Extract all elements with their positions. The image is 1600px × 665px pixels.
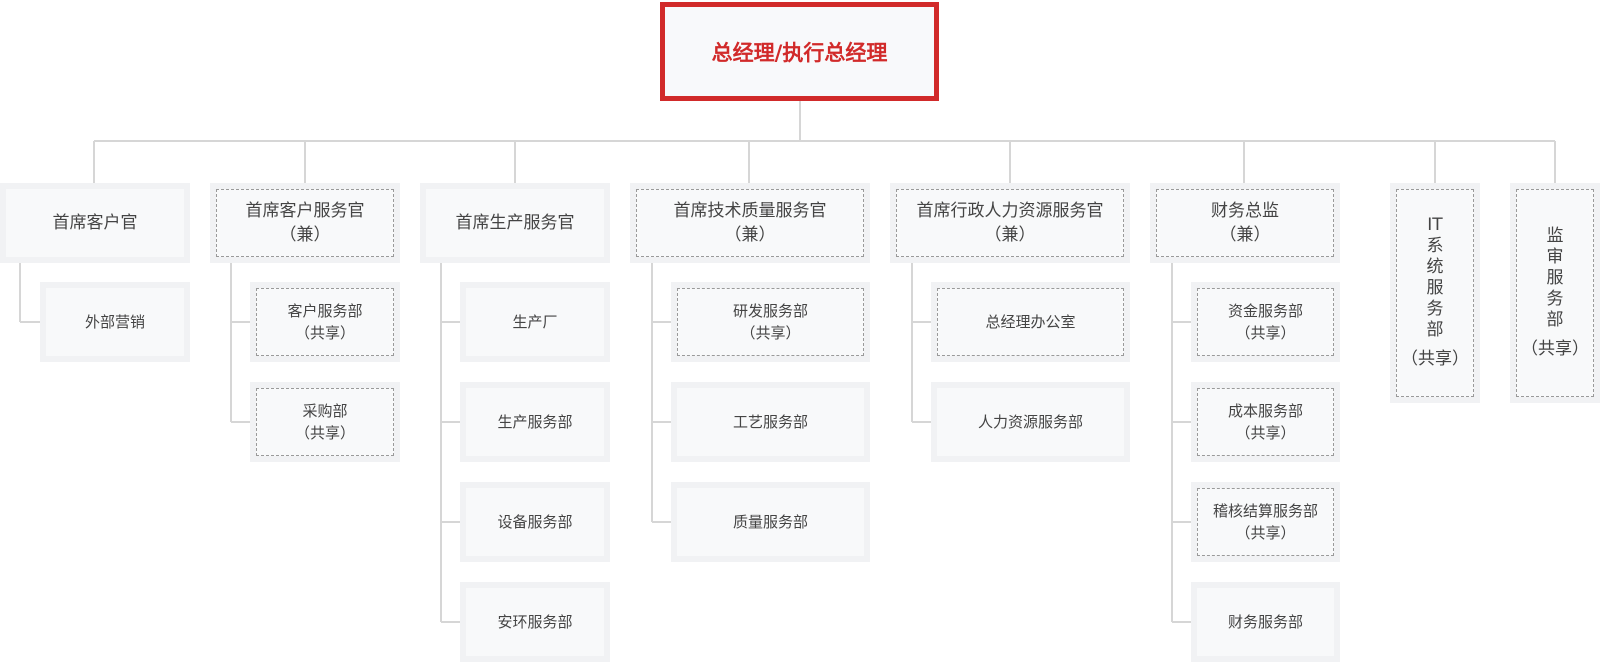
unit-node: 设备服务部 <box>460 482 610 562</box>
vertical-title-char: 统 <box>1426 257 1444 277</box>
unit-node: 工艺服务部 <box>671 382 870 462</box>
vertical-title-char: 务 <box>1426 299 1444 319</box>
unit-title: 资金服务部 <box>1227 302 1303 320</box>
unit-title: 生产厂 <box>512 313 558 331</box>
root-label: 总经理/执行总经理 <box>711 40 888 65</box>
unit-subtitle: （共享） <box>1235 424 1296 442</box>
unit-title: 客户服务部 <box>287 302 363 320</box>
unit-node: 人力资源服务部 <box>931 382 1130 462</box>
dept-title: 首席技术质量服务官 <box>673 201 827 221</box>
vertical-title-char: 部 <box>1546 309 1564 330</box>
unit-node: 质量服务部 <box>671 482 870 562</box>
unit-node: 财务服务部 <box>1191 582 1340 662</box>
vertical-title-char: 务 <box>1546 288 1564 309</box>
vertical-subtitle: （共享） <box>1401 349 1469 369</box>
vertical-title-char: 服 <box>1426 278 1444 298</box>
dept-subtitle: （兼） <box>279 225 331 245</box>
unit-subtitle: （共享） <box>1235 324 1296 342</box>
unit-title: 安环服务部 <box>497 613 573 631</box>
unit-title: 质量服务部 <box>732 513 808 531</box>
unit-subtitle: （共享） <box>740 324 801 342</box>
unit-title: 设备服务部 <box>497 513 573 531</box>
dept-subtitle: （兼） <box>1219 225 1271 245</box>
unit-node: 稽核结算服务部 （共享） <box>1191 482 1340 562</box>
unit-title: 人力资源服务部 <box>977 413 1083 431</box>
vertical-title-char: 监 <box>1546 225 1564 246</box>
dept-title: 首席行政人力资源服务官 <box>916 201 1104 221</box>
unit-title: 生产服务部 <box>497 413 573 431</box>
dept-title: 首席生产服务官 <box>455 213 575 233</box>
dept-title: 首席客户官 <box>52 213 138 233</box>
dept-title: 财务总监 <box>1211 201 1279 221</box>
unit-title: 稽核结算服务部 <box>1212 502 1318 520</box>
vertical-text: 监审服务部 （共享） <box>1521 226 1589 361</box>
dept-title: 首席客户服务官 <box>245 201 365 221</box>
unit-node: 客户服务部 （共享） <box>250 282 400 362</box>
dept-subtitle: （兼） <box>984 225 1036 245</box>
unit-node: 总经理办公室 <box>931 282 1130 362</box>
dept-node-2: 首席客户服务官 （兼） <box>210 183 400 263</box>
unit-node: 研发服务部 （共享） <box>671 282 870 362</box>
dept-node-6: 财务总监 （兼） <box>1150 183 1340 263</box>
dept-node-4: 首席技术质量服务官 （兼） <box>630 183 870 263</box>
unit-subtitle: （共享） <box>294 424 355 442</box>
unit-node: 安环服务部 <box>460 582 610 662</box>
unit-subtitle: （共享） <box>1235 524 1296 542</box>
dept-subtitle: （兼） <box>724 225 776 245</box>
unit-title: 研发服务部 <box>732 302 808 320</box>
unit-node: 生产厂 <box>460 282 610 362</box>
unit-node: 成本服务部 （共享） <box>1191 382 1340 462</box>
vertical-title-char: 系 <box>1426 236 1444 256</box>
vertical-subtitle: （共享） <box>1521 338 1589 359</box>
unit-node: 生产服务部 <box>460 382 610 462</box>
dept-node-8: 监审服务部 （共享） <box>1510 183 1600 403</box>
unit-title: 财务服务部 <box>1227 613 1303 631</box>
dept-node-1: 首席客户官 <box>0 183 190 263</box>
unit-title: 成本服务部 <box>1227 402 1303 420</box>
unit-title: 总经理办公室 <box>985 313 1076 331</box>
vertical-title-char: 部 <box>1426 320 1444 340</box>
unit-node: 外部营销 <box>40 282 190 362</box>
unit-title: 外部营销 <box>84 313 145 331</box>
vertical-title-char: IT <box>1427 215 1443 235</box>
unit-node: 采购部 （共享） <box>250 382 400 462</box>
dept-node-5: 首席行政人力资源服务官 （兼） <box>890 183 1130 263</box>
unit-subtitle: （共享） <box>294 324 355 342</box>
vertical-title-char: 服 <box>1546 267 1564 288</box>
unit-node: 资金服务部 （共享） <box>1191 282 1340 362</box>
vertical-title-char: 审 <box>1546 246 1564 267</box>
root-node-general-manager: 总经理/执行总经理 <box>660 2 939 101</box>
unit-title: 工艺服务部 <box>732 413 808 431</box>
dept-node-3: 首席生产服务官 <box>420 183 610 263</box>
unit-title: 采购部 <box>302 402 348 420</box>
